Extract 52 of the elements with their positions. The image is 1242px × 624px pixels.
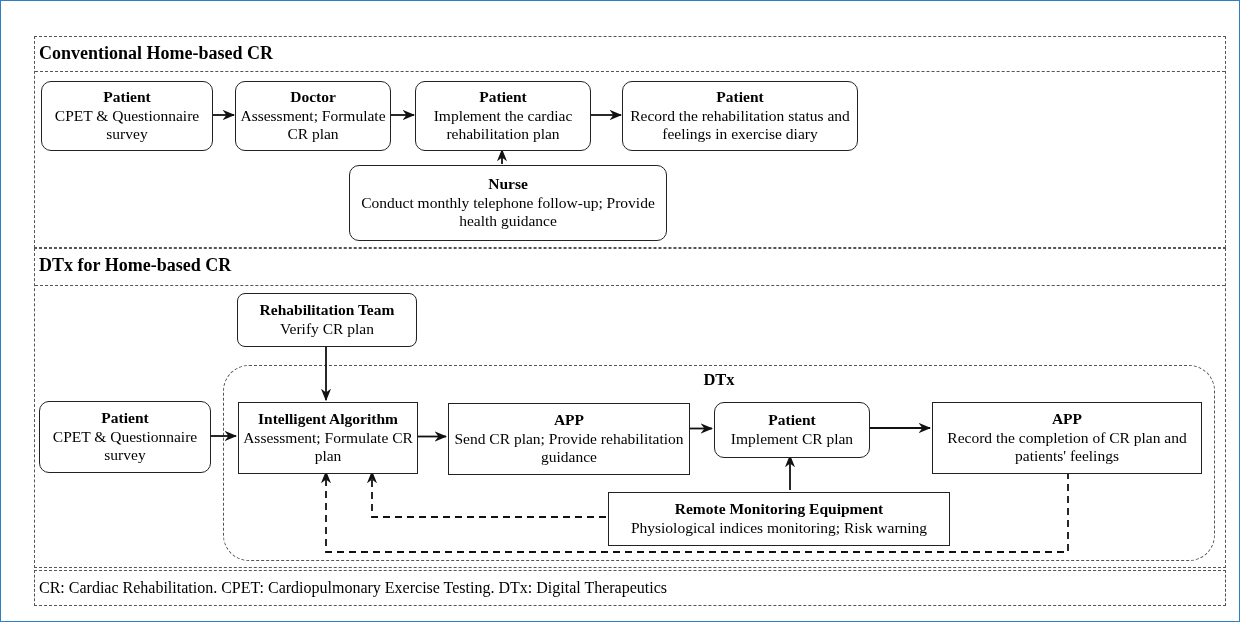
- process-box: [235, 81, 391, 151]
- arrow: [496, 148, 508, 165]
- arrow: [867, 422, 932, 434]
- box-text: Physiological indices monitoring; Risk warning: [630, 519, 928, 538]
- section-panel: [34, 36, 1226, 248]
- process-box: [41, 81, 213, 151]
- box-text: Record the rehabilitation status and feelings in exercise diary: [629, 106, 851, 145]
- section-panel: [34, 248, 1226, 568]
- box-title: APP: [1051, 409, 1083, 429]
- box-title: APP: [553, 410, 585, 430]
- arrow: [209, 430, 238, 442]
- box-title: Patient: [768, 411, 816, 430]
- box-text: CPET & Questionnaire survey: [53, 106, 201, 145]
- box-text: Implement the cardiac rehabilitation plan: [432, 106, 574, 145]
- process-box: [448, 403, 690, 475]
- process-box: [415, 81, 591, 151]
- process-box: [237, 293, 417, 347]
- process-box: [238, 402, 418, 474]
- box-title: Patient: [479, 87, 527, 107]
- box-text: Send CR plan; Provide rehabilitation guidance: [453, 429, 685, 468]
- process-box: [349, 165, 667, 241]
- group-container: [223, 365, 1215, 561]
- box-title: Patient: [716, 87, 764, 107]
- footnote: CR: Cardiac Rehabilitation. CPET: Cardiopulmonary Exercise Testing. DTx: Digital Therapeutics: [39, 579, 668, 597]
- box-title: Intelligent Algorithm: [258, 409, 398, 429]
- box-text: Record the completion of CR plan and patients' feelings: [946, 428, 1188, 467]
- section-title: DTx: [702, 370, 736, 390]
- box-title: Nurse: [488, 174, 528, 194]
- arrow: [389, 109, 416, 121]
- arrow: [687, 423, 714, 434]
- arrow: [415, 431, 448, 442]
- arrow: [589, 109, 623, 121]
- arrow: [211, 109, 236, 121]
- process-box: [932, 402, 1202, 474]
- box-text: Implement CR plan: [730, 430, 854, 449]
- process-box: [714, 402, 870, 458]
- box-text: CPET & Questionnaire survey: [51, 427, 199, 466]
- box-title: Patient: [101, 408, 149, 428]
- box-text: Assessment; Formulate CR plan: [239, 106, 387, 145]
- box-text: Assessment; Formulate CR plan: [242, 428, 414, 467]
- process-box: [39, 401, 211, 473]
- arrow: [320, 345, 332, 402]
- box-title: Patient: [103, 87, 151, 107]
- box-title: Rehabilitation Team: [259, 301, 395, 320]
- process-box: [608, 492, 950, 546]
- box-text: Conduct monthly telephone follow-up; Provide health guidance: [360, 193, 656, 232]
- box-text: Verify CR plan: [280, 320, 374, 339]
- section-title: DTx for Home-based CR: [39, 255, 232, 276]
- box-title: Remote Monitoring Equipment: [674, 500, 884, 519]
- section-title: Conventional Home-based CR: [39, 43, 273, 64]
- process-box: [622, 81, 858, 151]
- box-title: Doctor: [290, 87, 336, 107]
